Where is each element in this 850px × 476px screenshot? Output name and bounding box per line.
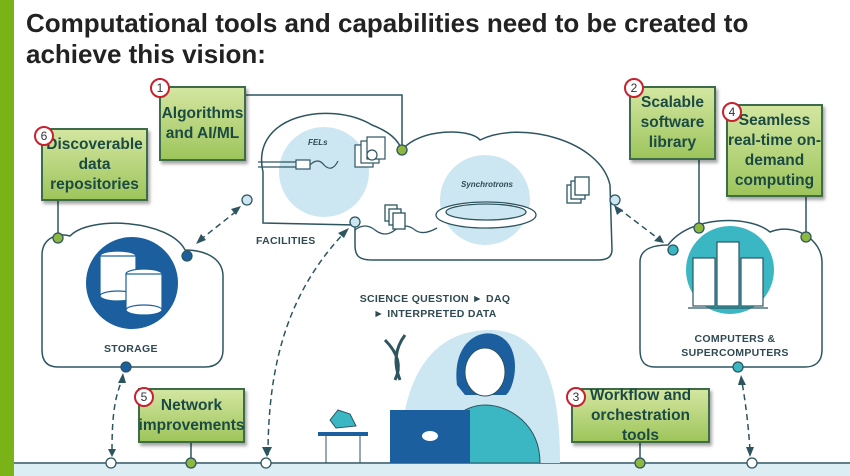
ground-band — [14, 464, 850, 476]
number-badge: 6 — [34, 126, 54, 146]
capability-box-software-library: Scalable software library — [629, 86, 716, 160]
database-icon — [86, 237, 178, 329]
computers-label-line1: COMPUTERS & — [694, 333, 776, 345]
computers-label-line2: SUPERCOMPUTERS — [681, 347, 789, 359]
capability-label: Workflow and orchestration tools — [589, 386, 692, 444]
science-workflow-label: SCIENCE QUESTION ► DAQ ► INTERPRETED DAT… — [355, 292, 515, 322]
number-badge: 3 — [566, 387, 586, 407]
capability-label: Network improvements — [138, 396, 245, 434]
number-badge: 4 — [722, 102, 742, 122]
fels-circle — [279, 127, 369, 217]
connection-dots — [52, 144, 812, 469]
capability-label: Scalable software library — [640, 94, 705, 151]
accent-bar — [0, 0, 14, 476]
arrowheads — [108, 205, 754, 457]
capability-box-network: Network improvements — [138, 388, 245, 443]
dashed-arrows — [111, 207, 751, 456]
capability-box-data-repositories: Discoverable data repositories — [41, 128, 148, 201]
scientist-illustration — [318, 330, 560, 464]
slide-title: Computational tools and capabilities nee… — [26, 8, 749, 69]
number-badge: 2 — [624, 78, 644, 98]
facilities-label: FACILITIES — [256, 235, 316, 247]
number-badge: 1 — [150, 78, 170, 98]
storage-label: STORAGE — [104, 343, 158, 355]
capability-label: Seamless real-time on-demand computing — [728, 111, 822, 189]
capability-label: Algorithms and AI/ML — [161, 104, 244, 142]
capability-box-realtime-computing: Seamless real-time on-demand computing — [726, 104, 823, 197]
synchrotrons-label: Synchrotrons — [461, 180, 514, 189]
capability-box-algorithms: Algorithms and AI/ML — [159, 86, 246, 161]
capability-box-workflow: Workflow and orchestration tools — [571, 386, 710, 444]
fel-beamline-icon — [258, 136, 386, 170]
synchrotrons-circle — [440, 155, 530, 245]
fels-label: FELs — [308, 138, 328, 147]
number-badge: 5 — [134, 387, 154, 407]
computers-label: COMPUTERS & SUPERCOMPUTERS — [660, 332, 810, 360]
capability-label: Discoverable data repositories — [46, 135, 143, 193]
server-racks-icon — [686, 226, 774, 314]
science-line1: SCIENCE QUESTION ► DAQ — [359, 293, 511, 305]
science-line2: ► INTERPRETED DATA — [373, 308, 497, 320]
synchrotron-ring-icon — [354, 176, 590, 235]
